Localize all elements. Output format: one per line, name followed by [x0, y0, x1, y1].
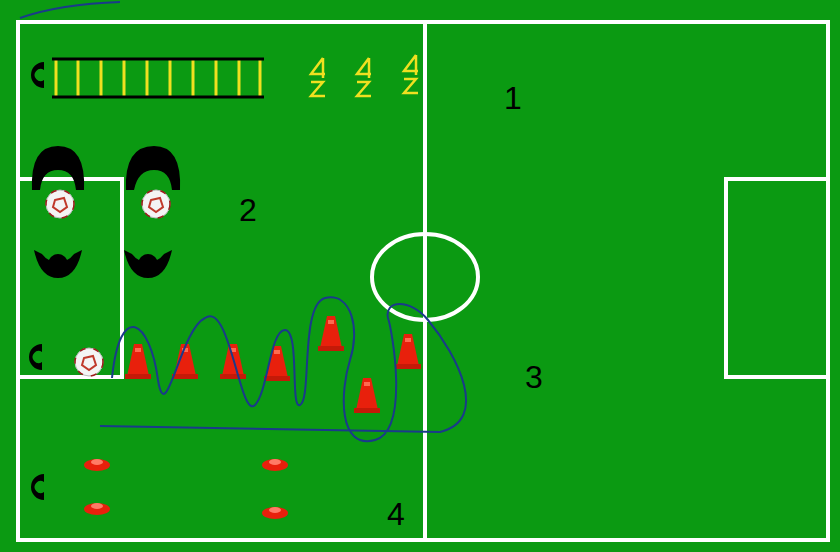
callout-number: 3 [525, 361, 543, 393]
callout-number: 4 [387, 498, 405, 530]
callout-number: 1 [504, 82, 522, 114]
callout-number: 2 [239, 194, 257, 226]
